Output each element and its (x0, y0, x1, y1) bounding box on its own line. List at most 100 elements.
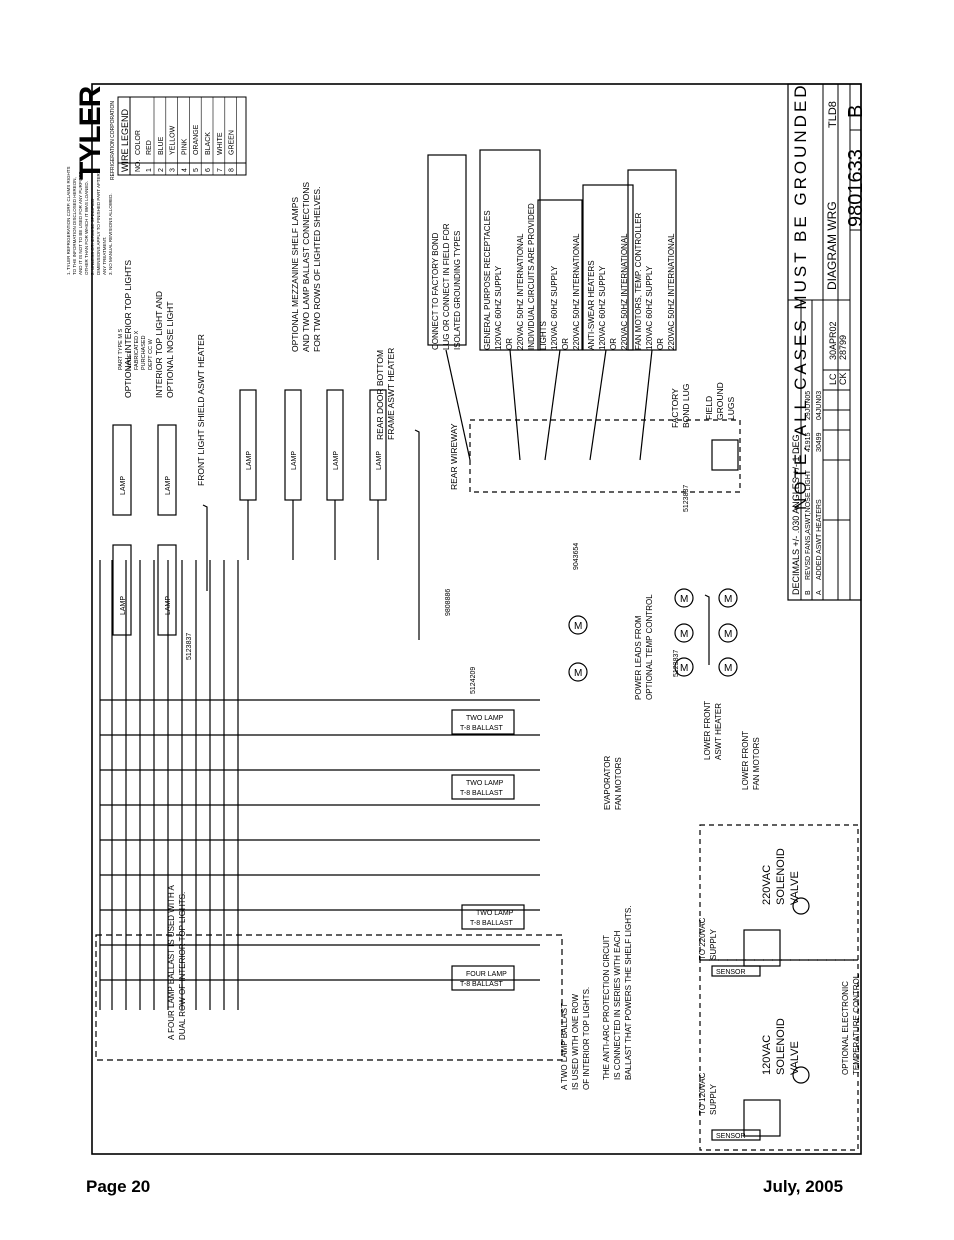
label-fan-2: 120VAC 60HZ SUPPLY (645, 265, 654, 350)
label-mezz-1: OPTIONAL MEZZANINE SHELF LAMPS (290, 197, 300, 352)
lamp-label: LAMP (165, 476, 172, 495)
label-antisweat-2: 120VAC 60HZ SUPPLY (598, 265, 607, 350)
revision-b-rev: B (805, 590, 812, 595)
sensor-label: SENSOR (716, 969, 746, 976)
label-lights-1: LIGHTS (539, 321, 548, 350)
revision-b-release: 41915 (805, 432, 812, 452)
label-connect-2: LUG OR CONNECT IN FIELD FOR (442, 223, 451, 350)
legend-row-color: PINK (181, 138, 188, 155)
grounding-note: NOTE: ALL CASES MUST BE GROUNDED (791, 82, 810, 510)
legend-row-color: BLUE (158, 136, 165, 155)
fan-motor (674, 588, 694, 608)
drawn-by: LC (828, 373, 838, 385)
label-two-lamp-1: A TWO LAMP BALLAST (560, 1003, 569, 1090)
ballast-label-1: TWO LAMP (466, 715, 504, 722)
fan-motor (674, 623, 694, 643)
shelf-lamp-tube (239, 389, 257, 501)
drawing-frame (91, 83, 862, 1155)
rear-wireway-box (469, 419, 741, 493)
two-lamp-ballast-1 (451, 709, 515, 735)
note-line: DIMENSIONS APPLY TO FINISHED PART AFTER (96, 173, 101, 275)
ballast-label-2: T-8 BALLAST (460, 725, 504, 732)
label-field-ground-1: FIELD (704, 396, 714, 420)
label-factory-bond-2: BOND LUG (681, 384, 691, 428)
label-lights-4: 220VAC 50HZ INTERNATIONAL (572, 233, 581, 350)
solenoid-120-coil (792, 1066, 810, 1084)
solenoid-220-coil (792, 897, 810, 915)
motor-label: M (724, 629, 732, 640)
label-opt-interior-top: OPTIONAL INTERIOR TOP LIGHTS (123, 260, 133, 398)
label-two-lamp-3: OF INTERIOR TOP LIGHTS. (582, 987, 591, 1090)
wire-number: 9808886 (445, 589, 452, 616)
motor-label: M (724, 594, 732, 605)
connect-box (427, 154, 467, 346)
page-number: Page 20 (86, 1177, 151, 1196)
label-lower-front-fan-1: LOWER FRONT (741, 731, 750, 790)
wire-legend: WIRE LEGEND NO. COLOR 1RED2BLUE3YELLOW4P… (117, 96, 247, 176)
two-lamp-ballast-3 (461, 904, 525, 930)
lamp-tube-top-3 (112, 544, 132, 636)
wire-number: 5123837 (683, 485, 690, 512)
motor-label: M (574, 621, 582, 632)
ballast-label-2: T-8 BALLAST (460, 981, 504, 988)
label-antisweat-4: 220VAC 50HZ INTERNATIONAL (620, 233, 629, 350)
label-connect-3: ISOLATED GROUNDING TYPES (453, 231, 462, 350)
label-gp-3: OR (505, 338, 514, 350)
controller-220 (743, 929, 781, 967)
legend-row-color: RED (146, 140, 153, 155)
four-lamp-ballast (451, 965, 515, 991)
controller-120 (743, 1099, 781, 1137)
shelf-lamp-label: LAMP (376, 451, 383, 470)
lower-front-heater (704, 594, 710, 665)
fan-motor (718, 657, 738, 677)
fan-motor (568, 662, 588, 682)
part-type-line: PURCHASED (141, 335, 147, 370)
legend-row-no: 1 (146, 168, 153, 172)
label-gp-2: 120VAC 60HZ SUPPLY (494, 265, 503, 350)
title-block: NOTE: ALL CASES MUST BE GROUNDED DIAGRAM… (787, 82, 867, 601)
label-evap-2: FAN MOTORS (614, 757, 623, 810)
leader-line (639, 349, 653, 461)
label-rear-door-1: REAR DOOR BOTTOM (375, 350, 385, 440)
motor-label: M (680, 594, 688, 605)
label-lights-3: OR (561, 338, 570, 350)
shelf-lamp-label: LAMP (246, 451, 253, 470)
label-interior-top-nose-1: INTERIOR TOP LIGHT AND (154, 291, 164, 398)
note-line: OTHER THAN FOR WHICH IT WAS LOANED. (84, 181, 89, 275)
revision-b-date: 29JUN05 (805, 391, 812, 420)
note-line: 1. TYLER REFRIGERATION CORP. CLAIMS RIGH… (66, 166, 71, 275)
ballast-label-1: TWO LAMP (476, 910, 514, 917)
solenoid-120-box (699, 959, 859, 1151)
footer-date: July, 2005 (763, 1177, 844, 1196)
two-lamp-ballast-2 (451, 774, 515, 800)
checked: CK (838, 372, 848, 385)
fan-motor (718, 588, 738, 608)
part-type-line: DEPT CC W (148, 338, 154, 370)
label-rear-door-2: FRAME ASWT HEATER (386, 348, 396, 440)
label-field-ground-2: GROUND (715, 382, 725, 420)
motor-label: M (680, 663, 688, 674)
label-gp-4: 220VAC 50HZ INTERNATIONAL (516, 233, 525, 350)
sensor-label: SENSOR (716, 1133, 746, 1140)
ballast-label-2: T-8 BALLAST (460, 790, 504, 797)
legend-row-no: 2 (158, 168, 165, 172)
field-ground-lug-box (711, 439, 739, 471)
label-to120-2: SUPPLY (709, 1083, 718, 1115)
diagram-labels: OPTIONAL INTERIOR TOP LIGHTS INTERIOR TOP… (120, 182, 861, 1140)
rear-door-heater (414, 429, 420, 640)
label-anti-arc-2: IS CONNECTED IN SERIES WITH EACH (613, 930, 622, 1080)
label-fan-1: FAN MOTORS, TEMP. CONTROLLER (634, 212, 643, 350)
label-fan-4: 220VAC 50HZ INTERNATIONAL (667, 233, 676, 350)
label-anti-arc-3: BALLAST THAT POWERS THE SHELF LIGHTS. (624, 906, 633, 1080)
legend-row-no: 5 (193, 168, 200, 172)
part-number: 9801633 (845, 149, 867, 227)
shelf-lamp-label: LAMP (333, 451, 340, 470)
wire-number: 5123837 (186, 633, 193, 660)
label-gp-1: GENERAL PURPOSE RECEPTACLES (483, 210, 492, 350)
ballast-label-2: T-8 BALLAST (470, 920, 514, 927)
label-interior-top-nose-2: OPTIONAL NOSE LIGHT (165, 301, 175, 398)
wire-number: 9043654 (573, 543, 580, 570)
revision-a-rev: A (816, 590, 823, 595)
